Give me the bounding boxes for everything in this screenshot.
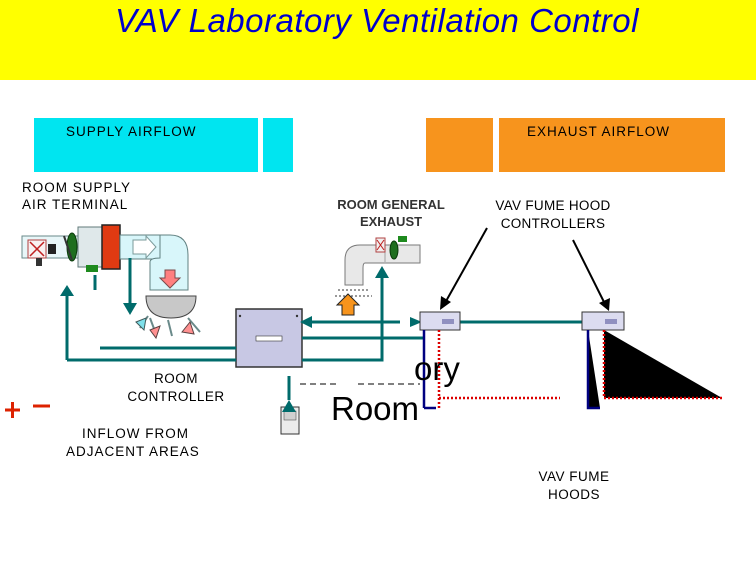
exhaust-airflow-label: EXHAUST AIRFLOW <box>527 124 671 139</box>
fume-hoods-label: VAV FUME HOODS <box>516 468 632 504</box>
fume-ctrl-line2: CONTROLLERS <box>500 216 606 231</box>
room-controller-label: ROOM CONTROLLER <box>118 370 234 406</box>
controller-pointers <box>444 227 606 305</box>
pointer-heads <box>440 296 610 311</box>
exhaust-airflow-legend <box>499 118 725 172</box>
plus-sign <box>5 402 20 418</box>
exhaust-airflow-legend-small <box>426 118 493 172</box>
room-controller-box <box>235 308 303 368</box>
supply-air-terminal <box>21 224 201 340</box>
inflow-line2: ADJACENT AREAS <box>66 444 200 459</box>
supply-airflow-label: SUPPLY AIRFLOW <box>66 124 197 139</box>
room-supply-label: ROOM SUPPLY AIR TERMINAL <box>22 179 131 213</box>
fume-hood-controller-2 <box>581 311 625 331</box>
fume-hoods-line2: HOODS <box>547 487 600 502</box>
fume-ctrl-line1: VAV FUME HOOD <box>495 198 611 213</box>
general-exhaust-duct <box>335 236 421 316</box>
room-supply-line1: ROOM SUPPLY <box>22 180 132 195</box>
page-title: VAV Laboratory Ventilation Control <box>115 2 639 39</box>
arrowheads <box>60 266 422 412</box>
title-banner <box>0 0 756 80</box>
room-general-exhaust-label: ROOM GENERAL EXHAUST <box>327 196 455 230</box>
inflow-line1: INFLOW FROM <box>82 426 189 441</box>
supply-airflow-legend-small <box>263 118 293 172</box>
room-general-line2: EXHAUST <box>359 214 423 229</box>
fume-hood-controller-1 <box>419 311 461 331</box>
ory-fragment: ory <box>414 350 460 387</box>
inflow-label: INFLOW FROM ADJACENT AREAS <box>66 425 200 461</box>
fume-hoods-line1: VAV FUME <box>538 469 610 484</box>
room-ctrl-line2: CONTROLLER <box>127 389 225 404</box>
supply-airflow-legend <box>34 118 258 172</box>
fume-hood-controllers-label: VAV FUME HOOD CONTROLLERS <box>484 197 622 233</box>
room-general-line1: ROOM GENERAL <box>337 197 445 212</box>
fume-hood-lines <box>422 330 722 410</box>
room-ctrl-line1: ROOM <box>154 371 198 386</box>
room-word: Room <box>331 390 420 427</box>
room-supply-line2: AIR TERMINAL <box>22 197 129 212</box>
